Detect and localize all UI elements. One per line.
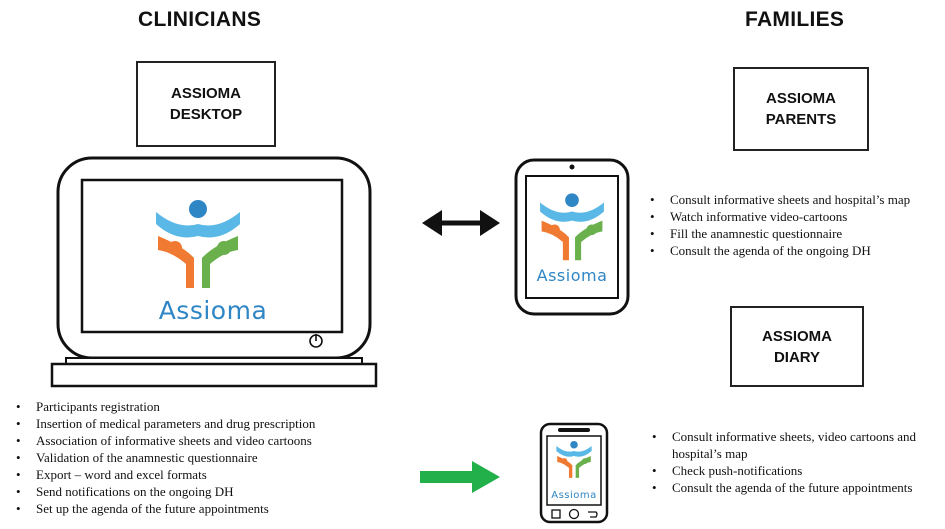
list-item: Association of informative sheets and vi… — [16, 432, 416, 449]
assioma-logo-icon — [540, 193, 604, 261]
double-headed-arrow-icon — [422, 210, 500, 236]
assioma-desktop-box: ASSIOMA DESKTOP — [136, 61, 276, 147]
home-icon — [568, 508, 580, 520]
clinicians-heading: CLINICIANS — [138, 8, 262, 31]
assioma-logo-icon — [156, 200, 240, 288]
list-item: Set up the agenda of the future appointm… — [16, 500, 416, 517]
assioma-diary-box: ASSIOMA DIARY — [730, 306, 864, 387]
assioma-parents-box-line2: PARENTS — [765, 111, 837, 128]
list-item: Consult the agenda of the future appoint… — [652, 479, 945, 496]
list-item: Validation of the anamnestic questionnai… — [16, 449, 416, 466]
families-heading: FAMILIES — [745, 8, 845, 31]
list-item: Fill the anamnestic questionnaire — [650, 225, 945, 242]
right-arrow-icon — [420, 461, 500, 493]
desktop-logo-text: Assioma — [158, 296, 268, 325]
list-item: Consult informative sheets, video cartoo… — [652, 428, 945, 462]
list-item: Consult informative sheets and hospital’… — [650, 191, 945, 208]
list-item: Export – word and excel formats — [16, 466, 416, 483]
assioma-logo-icon — [556, 440, 592, 478]
list-item: Insertion of medical parameters and drug… — [16, 415, 416, 432]
back-icon — [588, 511, 598, 518]
list-item: Send notifications on the ongoing DH — [16, 483, 416, 500]
list-item: Consult the agenda of the ongoing DH — [650, 242, 945, 259]
assioma-desktop-box-line1: ASSIOMA — [170, 85, 241, 102]
list-item: Watch informative video-cartoons — [650, 208, 945, 225]
assioma-diary-box-line2: DIARY — [773, 348, 821, 366]
recent-apps-icon — [551, 509, 561, 519]
assioma-desktop-box-line2: DESKTOP — [169, 106, 243, 123]
assioma-diary-box-line1: ASSIOMA — [761, 327, 832, 345]
parents-features-list: Consult informative sheets and hospital’… — [648, 191, 945, 259]
phone-logo-text: Assioma — [551, 490, 597, 501]
clinicians-features-list: Participants registration Insertion of m… — [14, 398, 416, 517]
assioma-parents-box: ASSIOMA PARENTS — [733, 67, 869, 151]
tablet-logo-text: Assioma — [536, 266, 608, 285]
list-item: Check push-notifications — [652, 462, 945, 479]
assioma-parents-box-line1: ASSIOMA — [765, 90, 836, 107]
list-item: Participants registration — [16, 398, 416, 415]
diary-features-list: Consult informative sheets, video cartoo… — [650, 428, 945, 496]
tablet-device — [514, 158, 630, 316]
